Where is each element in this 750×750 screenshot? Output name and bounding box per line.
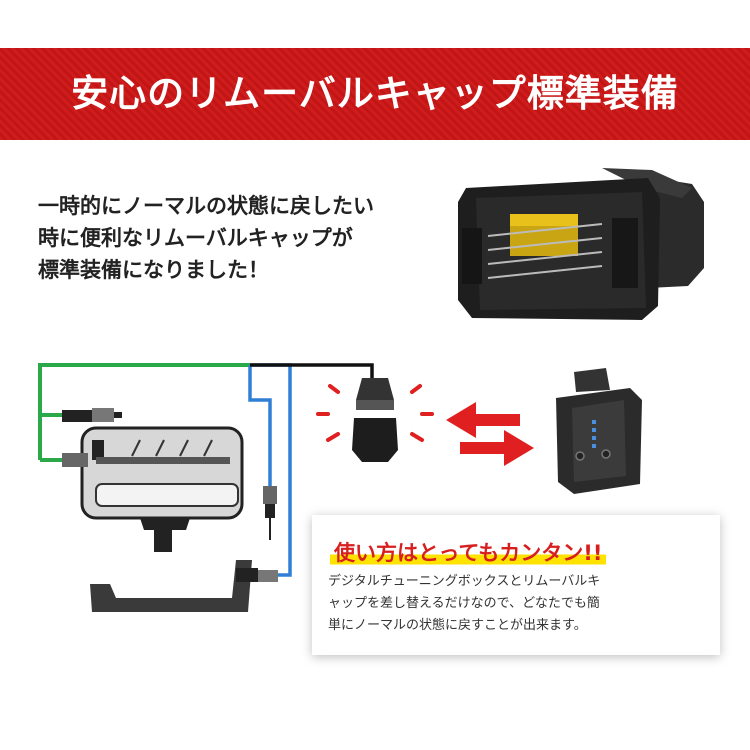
- chassis-bracket: [90, 560, 278, 612]
- alert-marks: [316, 384, 434, 442]
- banner-title: 安心のリムーバルキャップ標準装備: [71, 72, 679, 115]
- intro-line: 時に便利なリムーバルキャップが: [38, 226, 353, 250]
- info-line: 単にノーマルの状態に戻すことが出来ます。: [328, 618, 587, 633]
- info-line: ャップを差し替えるだけなので、どなたでも簡: [328, 596, 600, 611]
- info-title: 使い方はとってもカンタン!!: [330, 537, 607, 567]
- swap-arrows: [446, 402, 534, 466]
- intro-line: 標準装備になりました！: [38, 258, 269, 282]
- info-box: 使い方はとってもカンタン!! デジタルチューニングボックスとリムーバルキ ャップ…: [312, 515, 720, 655]
- intro-text: 一時的にノーマルの状態に戻したい 時に便利なリムーバルキャップが 標準装備になり…: [38, 190, 438, 286]
- removable-cap-image: [458, 168, 704, 320]
- harness-plug: [352, 378, 398, 462]
- info-line: デジタルチューニングボックスとリムーバルキ: [328, 574, 601, 589]
- blue-inline-connector: [263, 486, 277, 540]
- green-connector: [62, 408, 122, 422]
- tuning-box: [556, 368, 642, 494]
- wiring-diagram: [38, 363, 642, 612]
- info-body: デジタルチューニングボックスとリムーバルキ ャップを差し替えるだけなので、どなた…: [328, 571, 712, 637]
- header-banner: 安心のリムーバルキャップ標準装備: [0, 48, 750, 140]
- intro-line: 一時的にノーマルの状態に戻したい: [38, 194, 374, 218]
- ecu-unit: [62, 426, 244, 552]
